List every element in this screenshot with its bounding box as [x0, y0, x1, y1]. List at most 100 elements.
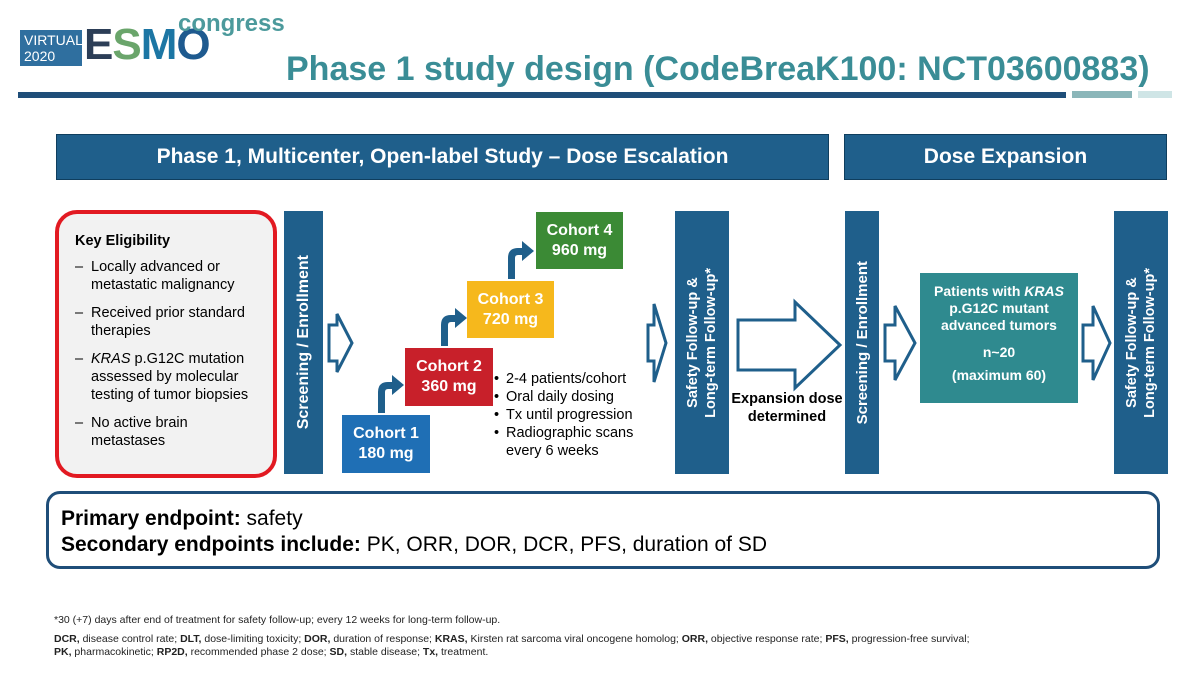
eligibility-box: Key Eligibility –Locally advanced or met… [55, 210, 277, 478]
screening-bar-label: Screening / Enrollment [853, 260, 871, 425]
safety-bar-line: Safety Follow-up & [1124, 277, 1140, 408]
cohort-note: •2-4 patients/cohort [494, 371, 627, 387]
logo-year-text: 2020 [24, 48, 56, 64]
esmo-logo: ESMO [84, 20, 211, 69]
abbr-term: KRAS, [434, 633, 468, 645]
primary-endpoint: Primary endpoint: safety [61, 506, 1145, 532]
eligibility-item: –No active brain metastases [75, 414, 263, 450]
logo-letter: M [140, 20, 178, 69]
abbr-term: PK, [54, 646, 72, 658]
safety-bar-line: Safety Follow-up & [685, 277, 701, 408]
safety-followup-bar: Safety Follow-up & Long-term Follow-up* [1114, 211, 1168, 474]
abbr-term: RP2D, [156, 646, 188, 658]
cohort-dose: 180 mg [358, 445, 414, 462]
eligibility-item-text: Received prior standard therapies [91, 305, 245, 339]
abbr-term: DOR, [304, 633, 331, 645]
cohort-2-box: Cohort 2 360 mg [405, 348, 493, 406]
safety-followup-bar: Safety Follow-up & Long-term Follow-up* [675, 211, 729, 474]
screening-enrollment-bar: Screening / Enrollment [284, 211, 323, 474]
cohort-note-text: Oral daily dosing [506, 389, 614, 405]
right-arrow-icon [1081, 305, 1112, 381]
abbr-term: Tx, [422, 646, 439, 658]
patients-line: Patients with KRAS [926, 283, 1072, 300]
abbr-definition: dose-limiting toxicity; [201, 633, 305, 645]
abbr-term: SD, [329, 646, 348, 658]
abbr-definition: recommended phase 2 dose; [187, 646, 330, 658]
logo-virtual-badge: VIRTUAL 2020 [20, 30, 83, 66]
abbr-term: DLT, [180, 633, 202, 645]
abbr-definition: Kirsten rat sarcoma viral oncogene homol… [467, 633, 682, 645]
cohort-dose: 360 mg [421, 378, 477, 395]
safety-bar-line: Long-term Follow-up* [703, 267, 719, 418]
safety-bar-line: Long-term Follow-up* [1142, 267, 1158, 418]
right-arrow-icon [883, 305, 917, 381]
cohort-note-text: Radiographic scans every 6 weeks [506, 425, 634, 459]
eligibility-item: –KRAS p.G12C mutation assessed by molecu… [75, 351, 249, 403]
cohort-note: •Oral daily dosing [494, 389, 614, 405]
abbr-definition: treatment. [438, 646, 489, 658]
abbr-term: DCR, [54, 633, 80, 645]
eligibility-item-italic: KRAS [91, 351, 131, 367]
title-accent-bar [1072, 91, 1132, 98]
safety-bar-label: Safety Follow-up & Long-term Follow-up* [684, 268, 720, 418]
eligibility-item-text: No active brain metastases [91, 415, 188, 449]
abbr-definition: duration of response; [330, 633, 435, 645]
patients-text: p.G12C mutant advanced tumors [941, 300, 1057, 333]
title-accent-bar [1138, 91, 1172, 98]
footnote: *30 (+7) days after end of treatment for… [54, 614, 501, 626]
cohort-name: Cohort 4 [546, 221, 613, 239]
right-arrow-icon [646, 303, 668, 383]
abbr-term: ORR, [681, 633, 709, 645]
escalation-header: Phase 1, Multicenter, Open-label Study –… [56, 134, 829, 180]
cohort-dose: 960 mg [551, 241, 608, 259]
abbr-definition: stable disease; [347, 646, 423, 658]
cohort-1-box: Cohort 1 180 mg [342, 415, 430, 473]
logo-letter: S [112, 20, 141, 69]
patients-max: (maximum 60) [951, 367, 1047, 383]
right-arrow-icon [736, 298, 843, 392]
cohort-name: Cohort 2 [416, 358, 482, 375]
patients-box: Patients with KRAS p.G12C mutant advance… [920, 273, 1078, 403]
right-arrow-icon [327, 313, 354, 373]
cohort-name: Cohort 3 [477, 290, 544, 308]
cohort-3-box: Cohort 3 720 mg [467, 281, 554, 338]
cohort-note-text: 2-4 patients/cohort [506, 371, 627, 387]
expansion-header: Dose Expansion [844, 134, 1167, 180]
patients-count: n~20 [982, 344, 1016, 360]
eligibility-item: –Received prior standard therapies [75, 304, 263, 340]
secondary-endpoints-value: PK, ORR, DOR, DCR, PFS, duration of SD [360, 533, 767, 556]
logo-virtual-text: VIRTUAL [24, 32, 83, 48]
abbreviations: DCR, disease control rate; DLT, dose-lim… [54, 633, 1154, 659]
cohort-note-text: Tx until progression [506, 407, 633, 423]
patients-italic: KRAS [1024, 283, 1064, 299]
logo-letter: O [176, 20, 210, 69]
eligibility-item-text: p.G12C mutation assessed by molecular te… [91, 351, 249, 403]
cohort-name: Cohort 1 [353, 425, 419, 442]
logo-letter: E [84, 20, 113, 69]
primary-endpoint-label: Primary endpoint: [61, 507, 241, 530]
secondary-endpoints-label: Secondary endpoints include: [61, 533, 361, 556]
cohort-4-box: Cohort 4 960 mg [536, 212, 623, 269]
eligibility-item-text: Locally advanced or metastatic malignanc… [91, 259, 235, 293]
abbr-definition: pharmacokinetic; [71, 646, 157, 658]
endpoints-box: Primary endpoint: safety Secondary endpo… [46, 491, 1160, 569]
safety-bar-label: Safety Follow-up & Long-term Follow-up* [1123, 268, 1159, 418]
abbr-definition: disease control rate; [79, 633, 181, 645]
cohort-note: •Radiographic scans every 6 weeks [494, 424, 646, 460]
step-arrow-icon [441, 308, 467, 346]
patients-text: Patients with [934, 283, 1025, 299]
cohort-notes-list: •2-4 patients/cohort •Oral daily dosing … [494, 370, 646, 460]
slide-title: Phase 1 study design (CodeBreaK100: NCT0… [286, 50, 1150, 88]
cohort-note: •Tx until progression [494, 407, 633, 423]
title-underline [18, 92, 1066, 98]
eligibility-item: –Locally advanced or metastatic malignan… [75, 258, 263, 294]
abbr-definition: progression-free survival; [848, 633, 970, 645]
cohort-dose: 720 mg [482, 310, 539, 328]
eligibility-heading: Key Eligibility [75, 233, 171, 249]
secondary-endpoints: Secondary endpoints include: PK, ORR, DO… [61, 532, 1145, 558]
primary-endpoint-value: safety [240, 507, 303, 530]
step-arrow-icon [378, 375, 404, 413]
abbr-definition: objective response rate; [708, 633, 826, 645]
logo-congress-text: congress [178, 10, 285, 37]
